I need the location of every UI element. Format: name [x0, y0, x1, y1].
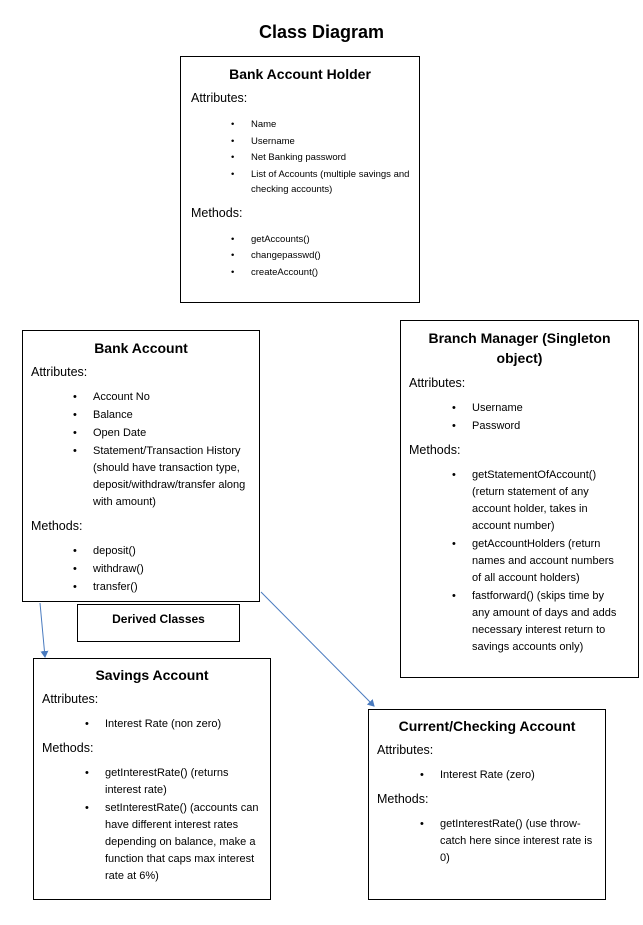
method-item: getInterestRate() (returns interest rate…	[85, 765, 265, 799]
attribute-item: Username	[231, 134, 409, 150]
method-item: deposit()	[73, 543, 251, 560]
class-name: Current/Checking Account	[398, 718, 576, 734]
methods-label: Methods:	[42, 741, 94, 755]
class-name: Savings Account	[95, 667, 209, 683]
method-item: transfer()	[73, 579, 251, 596]
attributes-label: Attributes:	[377, 743, 434, 757]
class-branch-manager: Branch Manager (Singleton object) Attrib…	[400, 320, 639, 678]
class-bank-account-holder: Bank Account Holder Attributes: Name Use…	[180, 56, 420, 303]
attribute-item: Open Date	[73, 425, 251, 442]
attribute-item: Name	[231, 117, 409, 133]
class-name: Bank Account	[94, 340, 188, 356]
attribute-item: Statement/Transaction History (should ha…	[73, 443, 253, 511]
method-item: changepasswd()	[231, 248, 409, 264]
attributes-label: Attributes:	[31, 365, 88, 379]
methods-label: Methods:	[377, 792, 429, 806]
class-bank-account: Bank Account Attributes: Account No Bala…	[22, 330, 260, 602]
attribute-item: Interest Rate (non zero)	[85, 716, 262, 733]
method-item: getInterestRate() (use throw-catch here …	[420, 816, 595, 867]
method-item: withdraw()	[73, 561, 251, 578]
method-item: getAccountHolders (return names and acco…	[452, 536, 624, 587]
arrow-to-savings	[39, 602, 49, 658]
diagram-title: Class Diagram	[258, 22, 385, 42]
attribute-item: Account No	[73, 389, 251, 406]
class-name: Bank Account Holder	[229, 66, 371, 82]
class-current-checking-account: Current/Checking Account Attributes: Int…	[368, 709, 606, 900]
attribute-item: Interest Rate (zero)	[420, 767, 597, 784]
methods-label: Methods:	[191, 205, 243, 220]
method-item: setInterestRate() (accounts can have dif…	[85, 800, 265, 885]
arrow-to-current	[260, 591, 375, 707]
attributes-label: Attributes:	[42, 692, 99, 706]
methods-label: Methods:	[31, 519, 83, 533]
attribute-item: List of Accounts (multiple savings and c…	[231, 167, 411, 198]
attributes-label: Attributes:	[191, 91, 248, 105]
method-item: fastforward() (skips time by any amount …	[452, 588, 624, 656]
attributes-label: Attributes:	[409, 376, 466, 390]
attribute-item: Username	[452, 400, 630, 417]
method-item: createAccount()	[231, 265, 409, 281]
methods-label: Methods:	[409, 443, 461, 457]
method-item: getStatementOfAccount() (return statemen…	[452, 467, 624, 535]
attribute-item: Balance	[73, 407, 251, 424]
attribute-item: Password	[452, 418, 630, 435]
attribute-item: Net Banking password	[231, 150, 409, 166]
derived-classes-label: Derived Classes	[77, 604, 240, 642]
class-name: Branch Manager (Singleton object)	[428, 330, 611, 366]
method-item: getAccounts()	[231, 232, 409, 248]
class-savings-account: Savings Account Attributes: Interest Rat…	[33, 658, 271, 900]
